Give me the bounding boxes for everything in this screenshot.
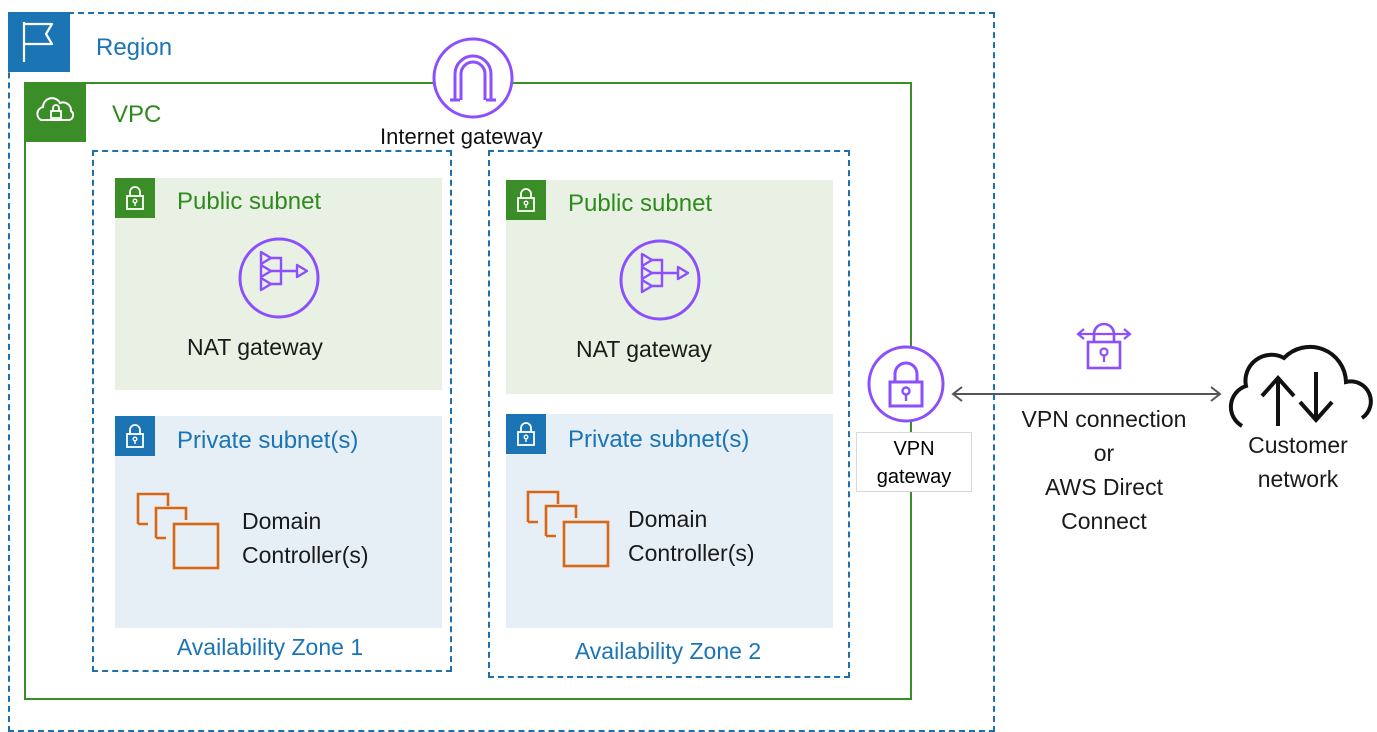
private-subnet-1-badge [115,416,155,456]
customer-network-line2: network [1257,466,1339,492]
domain-controller-1-line2: Controller(s) [242,542,369,568]
connection-line2: or [1093,440,1115,466]
domain-controller-2-line1: Domain [628,506,708,532]
region-label: Region [96,34,173,61]
availability-zone-1 [92,150,452,672]
nat-gateway-icon [238,237,320,319]
public-subnet-1-title: Public subnet [177,188,322,215]
vpn-gateway-line1: VPN [893,438,935,460]
private-subnet-1 [115,416,442,628]
nat-gateway-icon [619,239,701,321]
customer-network-cloud-icon [1228,344,1373,428]
connection-line1: VPN connection [1021,406,1187,432]
availability-zone-2-label: Availability Zone 2 [574,638,762,664]
lock-icon [126,424,144,448]
cloud-lock-icon [36,97,75,121]
vpc-label: VPC [112,101,162,128]
public-subnet-2-title: Public subnet [568,190,713,217]
ec2-instances-icon [526,490,610,568]
internet-gateway-icon [432,37,514,119]
connection-arrow [951,386,1222,402]
ec2-instances-icon [136,492,220,570]
vpc-badge [24,82,86,142]
flag-icon [22,22,54,62]
private-subnet-2 [506,414,833,628]
region-badge [8,12,70,72]
public-subnet-2-badge [506,180,546,220]
vpn-gateway-icon [867,345,945,423]
nat-gateway-1-label: NAT gateway [187,334,323,360]
public-subnet-1-badge [115,178,155,218]
lock-icon [517,188,535,212]
internet-gateway-label: Internet gateway [380,124,543,149]
domain-controller-1-line1: Domain [242,508,322,534]
availability-zone-1-label: Availability Zone 1 [176,634,364,660]
public-subnet-2 [506,180,833,394]
lock-icon [517,422,535,446]
availability-zone-2 [488,150,850,678]
connection-line4: Connect [1061,508,1147,534]
vpn-gateway-label: VPN gateway [856,432,972,492]
private-subnet-2-badge [506,414,546,454]
domain-controller-2-line2: Controller(s) [628,540,755,566]
customer-network-line1: Customer [1248,432,1348,458]
private-subnet-1-title: Private subnet(s) [177,427,359,454]
lock-icon [126,186,144,210]
private-subnet-2-title: Private subnet(s) [568,426,750,453]
nat-gateway-2-label: NAT gateway [576,336,712,362]
vpn-gateway-line2: gateway [876,466,952,488]
connection-line3: AWS Direct [1045,474,1163,500]
vpn-connection-icon [1076,322,1132,370]
